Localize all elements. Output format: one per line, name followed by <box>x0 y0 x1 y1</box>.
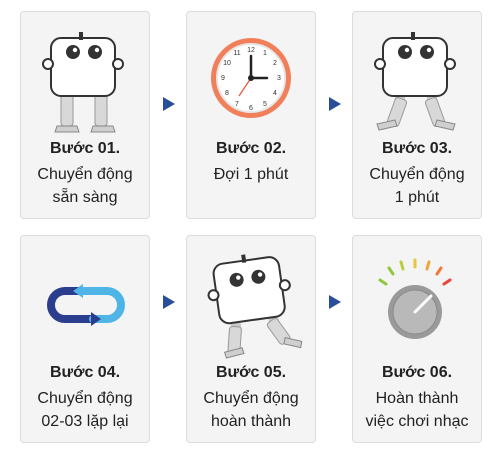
arrow-right-icon <box>163 97 175 111</box>
step-description-line: hoàn thành <box>210 413 292 430</box>
step-description: Chuyển động 02-03 lặp lại <box>21 387 149 433</box>
svg-text:3: 3 <box>277 75 281 82</box>
step-title: Bước 04. <box>49 364 121 381</box>
step-card-01: Bước 01. Chuyển động sẵn sàng <box>20 11 150 219</box>
step-description-line: 02-03 lặp lại <box>41 413 129 430</box>
svg-text:6: 6 <box>249 105 253 112</box>
step-description: Chuyển động hoàn thành <box>187 387 315 433</box>
step-description-line: Chuyển động <box>203 390 299 407</box>
step-description: Chuyển động 1 phút <box>353 163 481 209</box>
step-title: Bước 05. <box>215 364 287 381</box>
step-description: Hoàn thành việc chơi nhạc <box>353 387 481 433</box>
volume-knob-icon <box>378 258 452 339</box>
step-description-line: sẵn sàng <box>52 189 118 206</box>
svg-text:10: 10 <box>223 60 231 67</box>
arrow-right-icon <box>163 295 175 309</box>
svg-text:1: 1 <box>263 50 267 57</box>
step-card-05: Bước 05. Chuyển động hoàn thành <box>186 235 316 443</box>
step-description-line: Đợi 1 phút <box>213 166 289 183</box>
svg-text:7: 7 <box>235 101 239 108</box>
repeat-loop-icon <box>47 284 125 326</box>
step-title: Bước 03. <box>381 140 453 157</box>
robot-walking-icon <box>374 32 456 131</box>
svg-text:5: 5 <box>263 101 267 108</box>
step-description: Đợi 1 phút <box>187 163 315 186</box>
svg-text:11: 11 <box>233 50 240 57</box>
step-card-06: Bước 06. Hoàn thành việc chơi nhạc <box>352 235 482 443</box>
step-description-line: 1 phút <box>394 189 440 206</box>
step-title: Bước 01. <box>49 140 121 157</box>
svg-text:4: 4 <box>273 90 277 97</box>
step-title: Bước 06. <box>381 364 453 381</box>
robot-standing-icon <box>42 32 124 133</box>
svg-text:8: 8 <box>225 90 229 97</box>
arrow-right-icon <box>329 295 341 309</box>
step-card-04: Bước 04. Chuyển động 02-03 lặp lại <box>20 235 150 443</box>
step-description-line: Chuyển động <box>37 390 133 407</box>
arrow-right-icon <box>329 97 341 111</box>
step-description-line: việc chơi nhạc <box>365 413 469 430</box>
step-title: Bước 02. <box>215 140 287 157</box>
svg-text:12: 12 <box>247 47 255 54</box>
robot-tilted-icon <box>207 254 303 359</box>
step-description-line: Chuyển động <box>37 166 133 183</box>
svg-text:2: 2 <box>273 60 277 67</box>
step-description: Chuyển động sẵn sàng <box>21 163 149 209</box>
step-description-line: Hoàn thành <box>375 390 459 407</box>
step-card-03: Bước 03. Chuyển động 1 phút <box>352 11 482 219</box>
step-description-line: Chuyển động <box>369 166 465 183</box>
svg-text:9: 9 <box>221 75 225 82</box>
